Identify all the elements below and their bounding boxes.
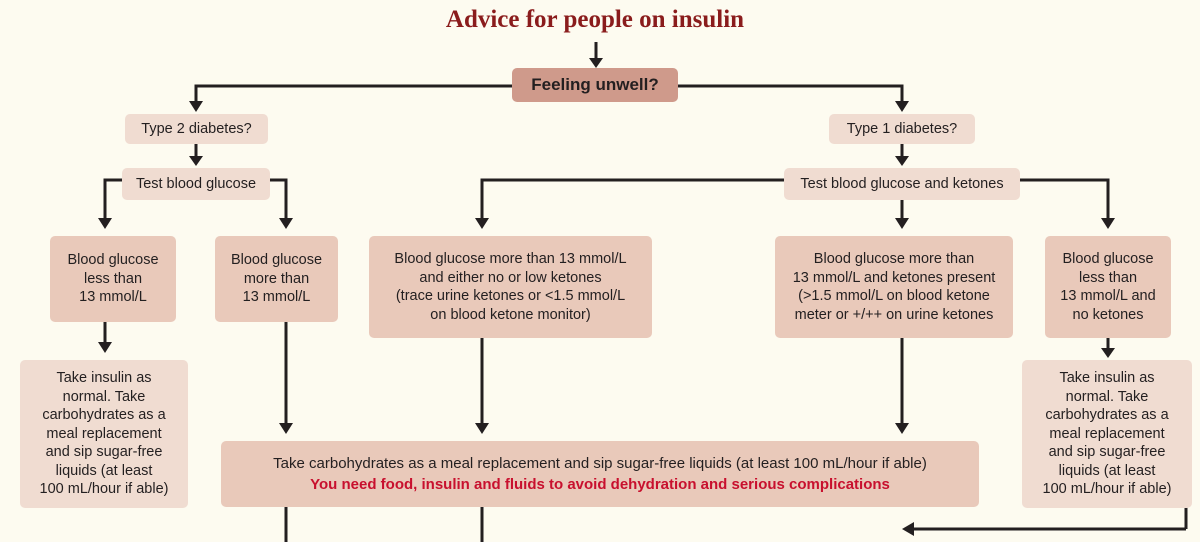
text-line: Blood glucose more than 13 mmol/L xyxy=(394,251,627,267)
text-line: meter or +/++ on urine ketones xyxy=(794,306,994,323)
type1-advice-box: Take insulin as normal. Take carbohydrat… xyxy=(1022,360,1192,508)
type1-test-box: Test blood glucose and ketones xyxy=(784,168,1020,200)
text-line: less than xyxy=(1078,269,1138,286)
text-line: (trace urine ketones or <1.5 mmol/L xyxy=(395,288,626,304)
type2-low-glucose-box: Blood glucose less than 13 mmol/L xyxy=(50,236,176,322)
common-advice-text: Take carbohydrates as a meal replacement… xyxy=(273,455,927,472)
text-line: liquids (at least xyxy=(1058,462,1156,479)
type1-question-label: Type 1 diabetes? xyxy=(846,120,958,137)
type2-test-box: Test blood glucose xyxy=(122,168,270,200)
text-line: 100 mL/hour if able) xyxy=(1042,481,1172,498)
text-line: more than xyxy=(243,270,310,287)
text-line: and either no or low ketones xyxy=(419,269,602,286)
text-line: and sip sugar-free xyxy=(45,444,163,461)
text-line: less than xyxy=(83,270,143,287)
text-line: Take insulin as xyxy=(56,370,152,387)
text-line: 13 mmol/L and ketones present xyxy=(792,269,996,286)
text-line: Take insulin as xyxy=(1059,370,1155,387)
page-title: Advice for people on insulin xyxy=(445,6,745,33)
text-line: 13 mmol/L xyxy=(242,289,311,306)
text-line: liquids (at least xyxy=(55,462,153,479)
type1-low-glucose-box: Blood glucose less than 13 mmol/L and no… xyxy=(1045,236,1171,338)
text-line: 13 mmol/L and xyxy=(1060,288,1156,304)
text-line: meal replacement xyxy=(46,425,162,442)
text-line: (>1.5 mmol/L on blood ketone xyxy=(798,288,990,304)
text-line: and sip sugar-free xyxy=(1048,444,1166,461)
type1-question-box: Type 1 diabetes? xyxy=(829,114,975,144)
text-line: 100 mL/hour if able) xyxy=(39,481,169,498)
text-line: Blood glucose xyxy=(1062,251,1154,267)
text-line: normal. Take xyxy=(1065,388,1149,405)
common-advice-box: Take carbohydrates as a meal replacement… xyxy=(221,441,979,507)
text-line: no ketones xyxy=(1072,306,1144,323)
text-line: meal replacement xyxy=(1049,425,1165,442)
text-line: 13 mmol/L xyxy=(79,289,147,306)
feeling-unwell-label: Feeling unwell? xyxy=(531,74,659,94)
type1-high-ketones-box: Blood glucose more than 13 mmol/L and ke… xyxy=(775,236,1013,338)
type2-high-glucose-box: Blood glucose more than 13 mmol/L xyxy=(215,236,338,322)
text-line: Blood glucose xyxy=(230,252,323,269)
text-line: carbohydrates as a xyxy=(42,407,166,424)
dehydration-warning: You need food, insulin and fluids to avo… xyxy=(310,476,890,493)
type1-high-low-ketones-box: Blood glucose more than 13 mmol/L and ei… xyxy=(369,236,652,338)
text-line: carbohydrates as a xyxy=(1045,407,1169,424)
type2-test-label: Test blood glucose xyxy=(135,175,257,192)
text-line: on blood ketone monitor) xyxy=(430,306,591,323)
type2-advice-box: Take insulin as normal. Take carbohydrat… xyxy=(20,360,188,508)
text-line: Blood glucose more than xyxy=(813,251,975,267)
type2-question-label: Type 2 diabetes? xyxy=(141,120,252,137)
type2-question-box: Type 2 diabetes? xyxy=(125,114,268,144)
text-line: Blood glucose xyxy=(67,252,159,269)
feeling-unwell-box: Feeling unwell? xyxy=(512,68,678,102)
text-line: normal. Take xyxy=(62,388,146,405)
type1-test-label: Test blood glucose and ketones xyxy=(800,175,1004,192)
